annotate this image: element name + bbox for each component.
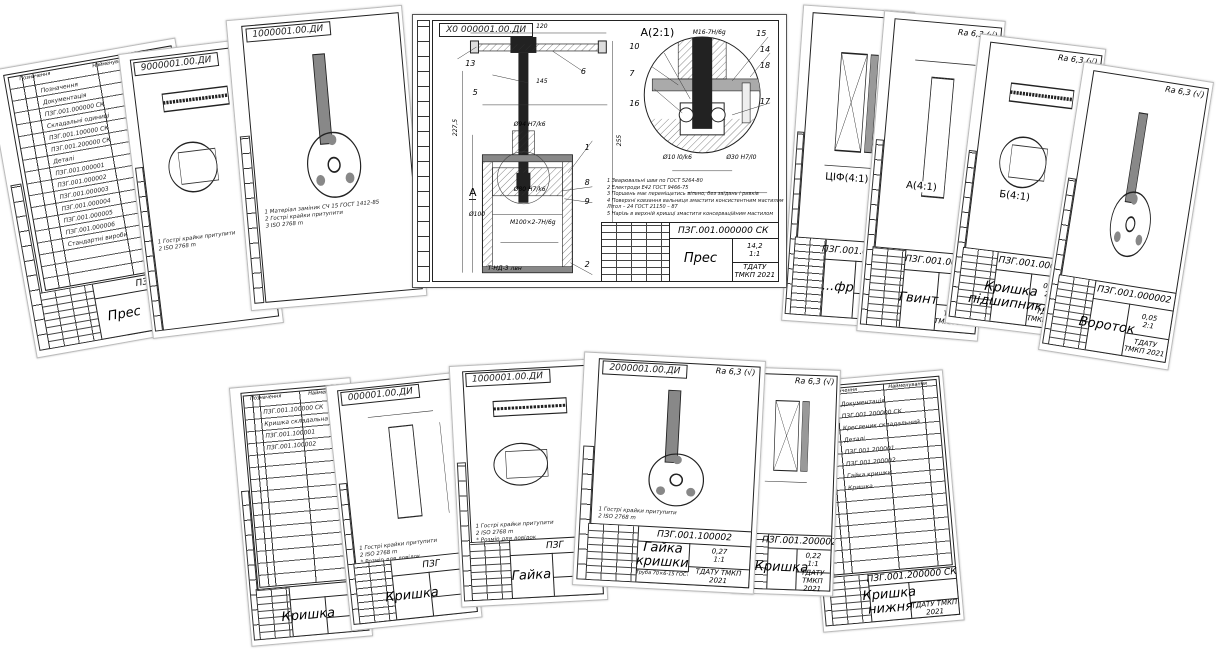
side-strip xyxy=(416,20,430,282)
part-drawing xyxy=(999,82,1075,189)
title-block-grid xyxy=(586,523,640,582)
position-5: 5 xyxy=(472,88,478,98)
title-block-grid xyxy=(602,223,670,281)
dim-145: 145 xyxy=(536,77,548,85)
product-name: ...фр xyxy=(820,258,857,318)
position-9: 9 xyxy=(584,197,590,207)
dim-thread: М100×2-7Н/6g xyxy=(509,219,556,226)
product-name: Гайка xyxy=(509,552,555,599)
technical-requirements: 1 Зварювальні шви по ГОСТ 5264-80 2 Елек… xyxy=(607,178,784,217)
note: 5 Нарізь в верхній кришці змастити консе… xyxy=(606,210,774,217)
dim-255: 255 xyxy=(616,135,624,147)
part-drawing xyxy=(492,397,568,486)
organization: ТДАТУ ТМКП 2021 xyxy=(695,567,742,586)
scale-value: 1:1 xyxy=(749,249,761,258)
dim-fit-80: Ø80 H7/k6 xyxy=(513,186,546,194)
note: 2 Електроди Е42 ГОСТ 9466-75 xyxy=(606,184,689,191)
position-18: 18 xyxy=(759,61,771,71)
product-name: Кришка xyxy=(754,547,808,589)
organization: ТДАТУ ТМКП 2021 xyxy=(801,568,825,593)
dim-d100: Ø100 xyxy=(468,210,486,218)
mass-scale-cells: 14,2 1:1 xyxy=(731,238,778,263)
note: 4 Поверхні ковзання вальниця змастити ко… xyxy=(606,197,784,204)
main-assembly-drawing: Х0 000001.00.ДИ xyxy=(412,14,787,288)
press-assembly-drawing xyxy=(457,32,770,276)
part-drawing xyxy=(307,53,362,199)
product-name: Прес xyxy=(669,237,733,281)
part-drawing xyxy=(764,399,810,483)
position-7: 7 xyxy=(629,69,635,79)
note: 1 Зварювальні шви по ГОСТ 5264-80 xyxy=(606,178,703,185)
part-drawing xyxy=(367,409,450,519)
position-6: 6 xyxy=(580,66,586,76)
product-name: Кришка xyxy=(385,571,440,620)
dim-fit-94: Ø94 H7/k6 xyxy=(513,121,546,129)
detail-view-label: А(2:1) xyxy=(640,25,675,39)
part-drawing xyxy=(1109,112,1151,258)
position-10: 10 xyxy=(629,42,640,52)
drawing-code: Х0 000001.00.ДИ xyxy=(439,23,534,38)
roughness-mark: Ra 6,3 (√) xyxy=(794,376,835,387)
position-14: 14 xyxy=(759,44,771,54)
section-label: А xyxy=(468,186,477,201)
material-designation: Труба 70×6-15 ГОСТ 22270-85 xyxy=(635,568,688,585)
dim-width: 120 xyxy=(536,23,548,31)
dim-227-5: 227,5 xyxy=(451,118,459,136)
position-8: 8 xyxy=(584,178,590,188)
position-15: 15 xyxy=(756,28,767,38)
organization: ТДАТУ ТМКП 2021 xyxy=(911,598,958,617)
product-name: Гайка кришки xyxy=(635,540,691,573)
product-name: Кришка нижня xyxy=(862,582,917,622)
note: 3 Поршень має переміщатись вільно, без з… xyxy=(606,191,759,198)
product-name: Прес xyxy=(93,288,156,340)
dim-d30: Ø30 H7/l0 xyxy=(726,153,757,161)
position-13: 13 xyxy=(465,58,476,68)
dim-m16: М16-7Н/6g xyxy=(692,28,726,36)
position-17: 17 xyxy=(759,96,771,106)
organization: ТДАТУ ТМКП 2021 xyxy=(734,263,776,280)
position-1: 1 xyxy=(584,142,590,152)
weld-symbol: Т-НД-3 лвн xyxy=(487,265,522,273)
document-number: ПЗГ.001.000000 СК xyxy=(668,223,778,239)
mass-value: 14,2 xyxy=(746,241,763,250)
note: Літол – 24 ГОСТ 21150 – 87 xyxy=(606,204,678,211)
scale-value: 2:1 xyxy=(1142,320,1155,331)
position-2: 2 xyxy=(584,259,590,269)
position-16: 16 xyxy=(629,99,640,109)
dim-d10: Ø10 l0/k6 xyxy=(662,153,692,161)
scale-value: 1:1 xyxy=(713,555,725,565)
title-block-grid xyxy=(469,540,513,601)
part-drawing xyxy=(161,85,230,193)
product-name: Кришка xyxy=(281,596,336,637)
scale-value: 1:1 xyxy=(807,560,819,569)
title-block: ПЗГ.001.000000 СК Прес 14,2 1:1 ТДАТУ ТМ… xyxy=(601,222,779,282)
part-drawing xyxy=(648,389,704,506)
